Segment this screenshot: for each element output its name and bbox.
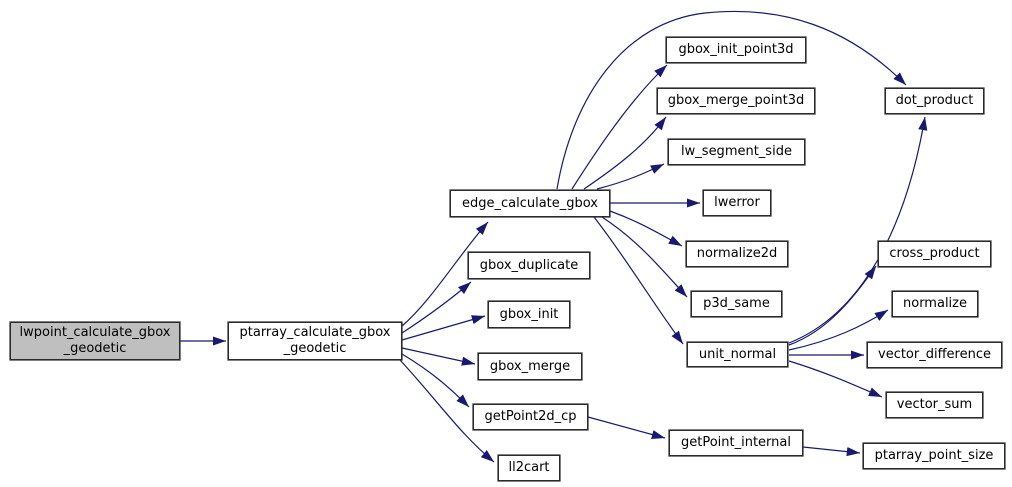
node-label: _geodetic — [283, 341, 347, 356]
node-label: gbox_merge — [489, 358, 571, 374]
edge-edge_calculate_gbox-to-lw_segment_side — [596, 163, 665, 190]
node-gbox_merge_point3d[interactable]: gbox_merge_point3d — [657, 88, 815, 114]
node-label: getPoint2d_cp — [484, 409, 577, 424]
edge-edge_calculate_gbox-to-unit_normal — [593, 216, 684, 345]
node-getPoint2d_cp[interactable]: getPoint2d_cp — [473, 404, 588, 430]
node-edge_calculate_gbox[interactable]: edge_calculate_gbox — [450, 190, 610, 217]
edge-edge_calculate_gbox-to-p3d_same — [601, 216, 688, 298]
node-vector_difference[interactable]: vector_difference — [867, 342, 1002, 368]
node-label: gbox_init — [499, 306, 559, 322]
node-label: ll2cart — [508, 460, 550, 475]
node-label: lwerror — [714, 195, 760, 210]
node-lwpoint_calculate_gbox_geodetic[interactable]: lwpoint_calculate_gbox_geodetic — [10, 322, 180, 360]
node-label: cross_product — [889, 246, 980, 261]
edge-getPoint_internal-to-ptarray_point_size — [802, 446, 861, 457]
edge-ptarray_calculate_gbox_geodetic-to-ll2cart — [399, 359, 495, 463]
edge-getPoint2d_cp-to-getPoint_internal — [587, 416, 666, 439]
node-vector_sum[interactable]: vector_sum — [886, 392, 983, 418]
edge-edge_calculate_gbox-to-gbox_merge_point3d — [583, 116, 667, 190]
node-label: ptarray_calculate_gbox — [239, 325, 391, 340]
node-normalize[interactable]: normalize — [892, 291, 978, 317]
node-label: lw_segment_side — [681, 144, 792, 159]
node-p3d_same[interactable]: p3d_same — [691, 291, 782, 317]
node-unit_normal[interactable]: unit_normal — [687, 342, 788, 367]
node-gbox_merge[interactable]: gbox_merge — [478, 353, 582, 380]
node-label: normalize — [903, 296, 967, 311]
node-getPoint_internal[interactable]: getPoint_internal — [669, 430, 803, 456]
node-label: getPoint_internal — [680, 435, 791, 450]
edge-ptarray_calculate_gbox_geodetic-to-gbox_init — [401, 315, 486, 341]
edge-unit_normal-to-cross_product — [788, 265, 877, 346]
node-label: vector_sum — [896, 397, 973, 412]
node-ll2cart[interactable]: ll2cart — [498, 455, 560, 481]
node-label: ptarray_point_size — [874, 448, 994, 463]
node-label: _geodetic — [63, 341, 127, 356]
edge-ptarray_calculate_gbox_geodetic-to-gbox_merge — [401, 347, 476, 366]
edge-edge_calculate_gbox-to-normalize2d — [609, 210, 683, 247]
node-cross_product[interactable]: cross_product — [878, 241, 991, 267]
edge-ptarray_calculate_gbox_geodetic-to-gbox_duplicate — [401, 281, 472, 334]
edge-ptarray_calculate_gbox_geodetic-to-edge_calculate_gbox — [401, 221, 489, 327]
node-label: gbox_init_point3d — [678, 42, 794, 57]
node-label: p3d_same — [703, 296, 770, 311]
node-ptarray_point_size[interactable]: ptarray_point_size — [863, 443, 1005, 469]
node-lwerror[interactable]: lwerror — [703, 190, 771, 216]
node-label: normalize2d — [696, 246, 778, 261]
node-label: gbox_duplicate — [479, 257, 579, 273]
node-ptarray_calculate_gbox_geodetic[interactable]: ptarray_calculate_gbox_geodetic — [228, 322, 402, 360]
edge-unit_normal-to-vector_sum — [788, 360, 883, 398]
node-normalize2d[interactable]: normalize2d — [686, 241, 788, 267]
node-lw_segment_side[interactable]: lw_segment_side — [668, 139, 805, 165]
node-gbox_init[interactable]: gbox_init — [488, 301, 570, 328]
edge-ptarray_calculate_gbox_geodetic-to-getPoint2d_cp — [401, 353, 470, 408]
node-label: lwpoint_calculate_gbox — [19, 325, 171, 340]
node-label: edge_calculate_gbox — [461, 195, 599, 211]
edge-edge_calculate_gbox-to-dot_product — [556, 10, 907, 190]
edge-unit_normal-to-normalize — [788, 309, 889, 351]
node-gbox_init_point3d[interactable]: gbox_init_point3d — [666, 37, 806, 63]
node-label: gbox_merge_point3d — [667, 93, 805, 108]
node-label: vector_difference — [878, 347, 991, 362]
node-gbox_duplicate[interactable]: gbox_duplicate — [468, 252, 590, 279]
edge-unit_normal-to-dot_product — [788, 116, 928, 344]
node-dot_product[interactable]: dot_product — [885, 88, 984, 114]
node-label: dot_product — [895, 93, 974, 108]
node-label: unit_normal — [698, 346, 777, 362]
edge-edge_calculate_gbox-to-gbox_init_point3d — [571, 64, 668, 190]
